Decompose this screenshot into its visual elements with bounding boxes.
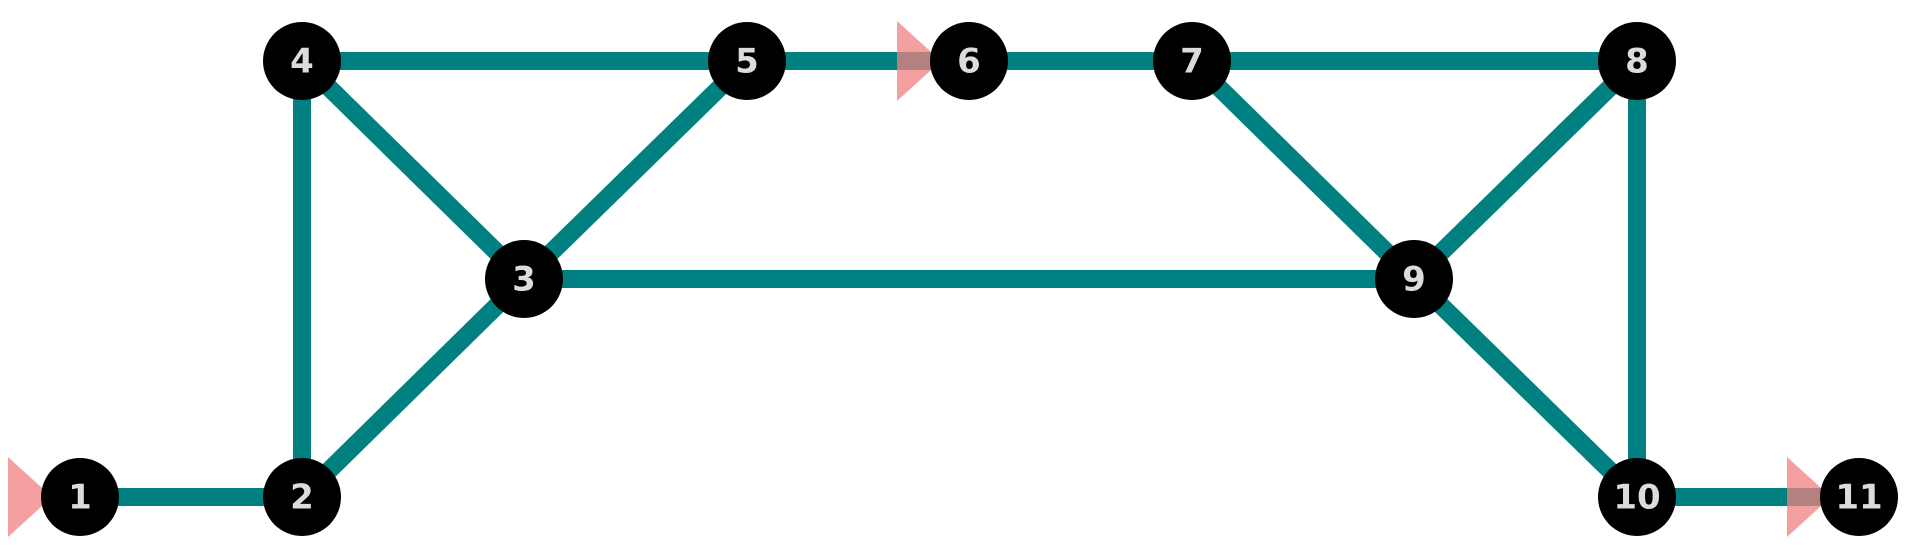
node-circle — [930, 22, 1008, 100]
markers-layer — [8, 21, 1831, 537]
edge-7-9 — [1185, 54, 1421, 286]
node-circle — [263, 22, 341, 100]
edge-4-3 — [295, 54, 531, 286]
node-label: 2 — [290, 478, 314, 518]
node-label: 1 — [68, 478, 92, 518]
node-3: 3 — [485, 240, 563, 318]
marker-arrow-6 — [897, 21, 941, 101]
node-label: 10 — [1613, 478, 1660, 518]
node-label: 7 — [1180, 42, 1204, 82]
node-circle — [708, 22, 786, 100]
nodes-layer: 1 2 3 4 5 6 7 8 9 10 11 — [41, 22, 1898, 536]
edge-8-9 — [1407, 54, 1644, 286]
node-9: 9 — [1375, 240, 1453, 318]
node-1: 1 — [41, 458, 119, 536]
marker-arrow-1 — [8, 457, 52, 537]
node-circle — [1598, 458, 1676, 536]
marker-arrow-11 — [1787, 457, 1831, 537]
node-label: 9 — [1402, 260, 1426, 300]
node-6: 6 — [930, 22, 1008, 100]
edge-3-5 — [517, 54, 754, 286]
node-10: 10 — [1598, 458, 1676, 536]
node-circle — [263, 458, 341, 536]
node-label: 11 — [1835, 478, 1882, 518]
node-5: 5 — [708, 22, 786, 100]
node-2: 2 — [263, 458, 341, 536]
node-label: 5 — [735, 42, 759, 82]
node-circle — [41, 458, 119, 536]
node-circle — [1820, 458, 1898, 536]
node-circle — [1375, 240, 1453, 318]
node-label: 3 — [512, 260, 536, 300]
node-circle — [485, 240, 563, 318]
node-8: 8 — [1598, 22, 1676, 100]
node-label: 6 — [957, 42, 981, 82]
node-11: 11 — [1820, 458, 1898, 536]
node-label: 4 — [290, 42, 314, 82]
node-label: 8 — [1625, 42, 1649, 82]
node-7: 7 — [1153, 22, 1231, 100]
node-circle — [1598, 22, 1676, 100]
edge-9-10 — [1407, 272, 1644, 504]
edges-layer — [80, 52, 1859, 506]
edge-2-3 — [295, 272, 531, 504]
node-circle — [1153, 22, 1231, 100]
node-4: 4 — [263, 22, 341, 100]
